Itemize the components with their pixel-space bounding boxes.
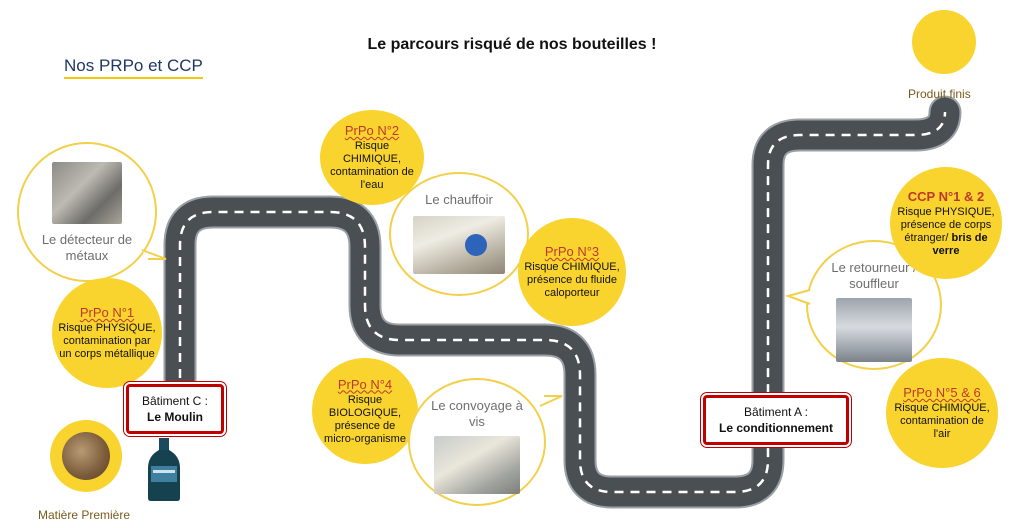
station-chauffoir-circle: Le chauffoir: [389, 172, 529, 296]
convoyage-photo: [434, 436, 520, 494]
sign-batiment-a-line1: Bâtiment A :: [743, 405, 809, 419]
station-detecteur-label: Le détecteur de métaux: [41, 232, 133, 263]
detecteur-photo: [52, 162, 122, 224]
sign-batiment-a-line2: Le conditionnement: [719, 421, 833, 435]
station-retourneur-label: Le retourneur / souffleur: [831, 260, 917, 291]
end-point-label: Produit finis: [908, 87, 971, 101]
risk-ccp12-text: Risque PHYSIQUE, présence de corps étran…: [896, 206, 996, 258]
chauffoir-photo: [413, 216, 505, 274]
end-point-circle: [912, 10, 976, 74]
risk-prpo2: PrPo N°2 Risque CHIMIQUE, contamination …: [320, 110, 424, 205]
risk-prpo56-heading: PrPo N°5 & 6: [903, 385, 981, 400]
risk-ccp12: CCP N°1 & 2 Risque PHYSIQUE, présence de…: [890, 167, 1002, 279]
station-chauffoir-label: Le chauffoir: [425, 192, 493, 207]
page-title: Le parcours risqué de nos bouteilles !: [367, 36, 657, 53]
risk-prpo1-heading: PrPo N°1: [79, 305, 135, 320]
risk-prpo2-heading: PrPo N°2: [344, 123, 400, 138]
sign-batiment-a: Bâtiment A : Le conditionnement: [703, 395, 849, 445]
sign-batiment-c: Bâtiment C : Le Moulin: [126, 384, 224, 434]
risk-ccp12-heading: CCP N°1 & 2: [907, 188, 985, 204]
station-convoyage-label: Le convoyage à vis: [431, 398, 523, 429]
risk-prpo56: PrPo N°5 & 6 Risque CHIMIQUE, contaminat…: [886, 358, 998, 468]
risk-prpo56-text: Risque CHIMIQUE, contamination de l'air: [894, 402, 990, 440]
risk-prpo3-heading: PrPo N°3: [544, 244, 600, 259]
risk-ccp12-text-normal: Risque PHYSIQUE, présence de corps étran…: [897, 205, 995, 244]
detecteur-pointer: [141, 249, 167, 260]
risk-prpo1-text: Risque PHYSIQUE, contamination par un co…: [58, 322, 156, 360]
risk-prpo3-text: Risque CHIMIQUE, présence du fluide calo…: [524, 261, 620, 299]
risk-ccp12-text-bold: bris de verre: [932, 231, 988, 257]
convoyage-pointer: [539, 395, 563, 407]
station-detecteur-circle: Le détecteur de métaux: [17, 142, 157, 282]
page-subtitle: Nos PRPo et CCP: [64, 56, 203, 79]
risk-prpo2-text: Risque CHIMIQUE, contamination de l'eau: [330, 140, 414, 191]
station-convoyage-circle: Le convoyage à vis: [408, 378, 546, 506]
risk-prpo1: PrPo N°1 Risque PHYSIQUE, contamination …: [52, 278, 162, 388]
sign-batiment-c-line1: Bâtiment C :: [141, 394, 209, 408]
retourneur-pointer: [784, 289, 811, 305]
risk-prpo4-heading: PrPo N°4: [337, 376, 393, 392]
bottle-icon: [148, 438, 180, 501]
grain-photo: [62, 432, 110, 480]
sign-batiment-c-line2: Le Moulin: [147, 410, 203, 424]
risk-prpo4-text: Risque BIOLOGIQUE, présence de micro-org…: [324, 393, 406, 445]
start-point-circle: [50, 420, 122, 492]
risk-prpo4: PrPo N°4 Risque BIOLOGIQUE, présence de …: [312, 358, 418, 464]
risk-prpo3: PrPo N°3 Risque CHIMIQUE, présence du fl…: [518, 218, 626, 326]
start-point-label: Matière Première: [38, 508, 131, 522]
retourneur-photo: [836, 298, 912, 362]
